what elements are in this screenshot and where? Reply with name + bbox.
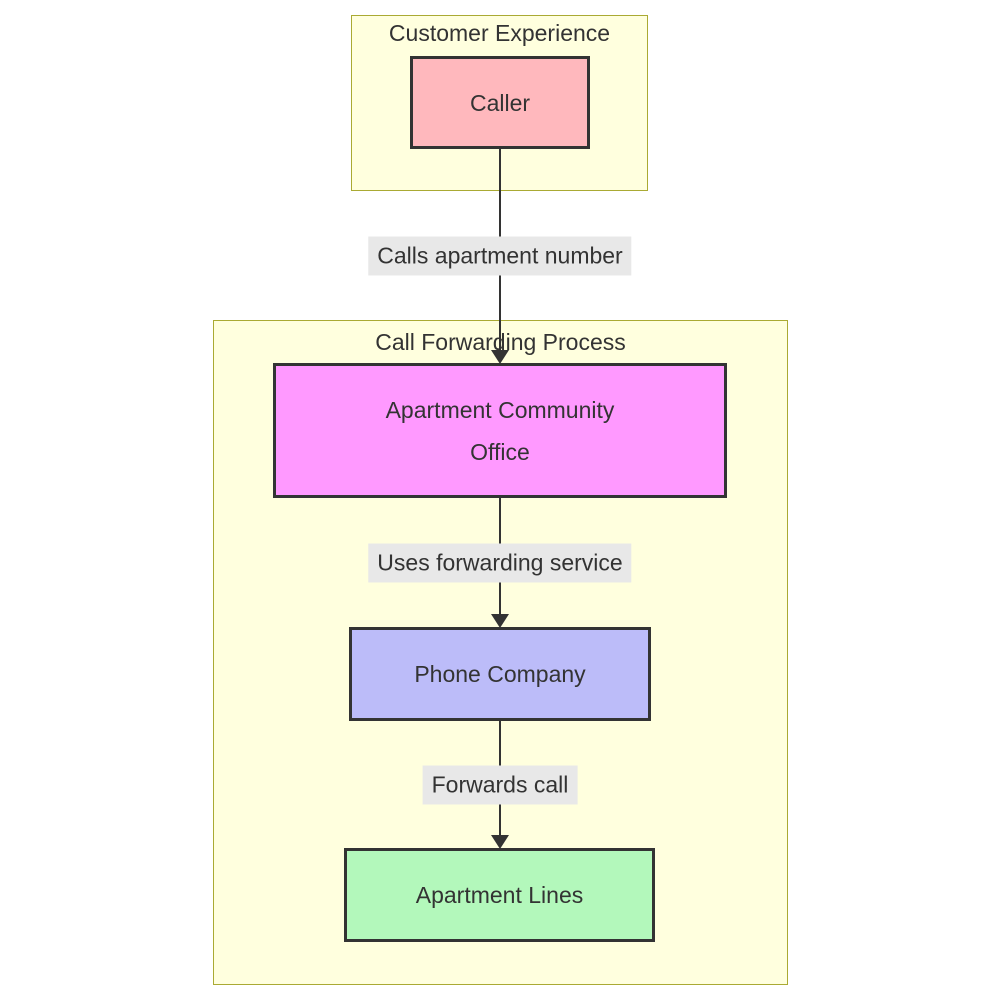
node-phone-company: Phone Company [349,627,651,721]
node-apartment-lines-label: Apartment Lines [415,882,584,908]
node-caller: Caller [410,56,590,149]
node-apartment-lines: Apartment Lines [344,848,655,942]
cluster-title-customer-experience: Customer Experience [388,20,611,46]
edge-label-forwards-call: Forwards call [422,765,578,805]
node-office-label-line2: Office [470,438,530,465]
cluster-title-call-forwarding-process: Call Forwarding Process [375,329,626,355]
node-office-label-line1: Apartment Community [385,396,615,423]
edge-label-uses-forwarding-service: Uses forwarding service [368,543,632,583]
node-phone-company-label: Phone Company [414,661,586,687]
node-caller-label: Caller [469,89,531,116]
node-apartment-community-office: Apartment Community Office [273,363,727,498]
edge-label-calls-apartment-number: Calls apartment number [368,236,632,276]
